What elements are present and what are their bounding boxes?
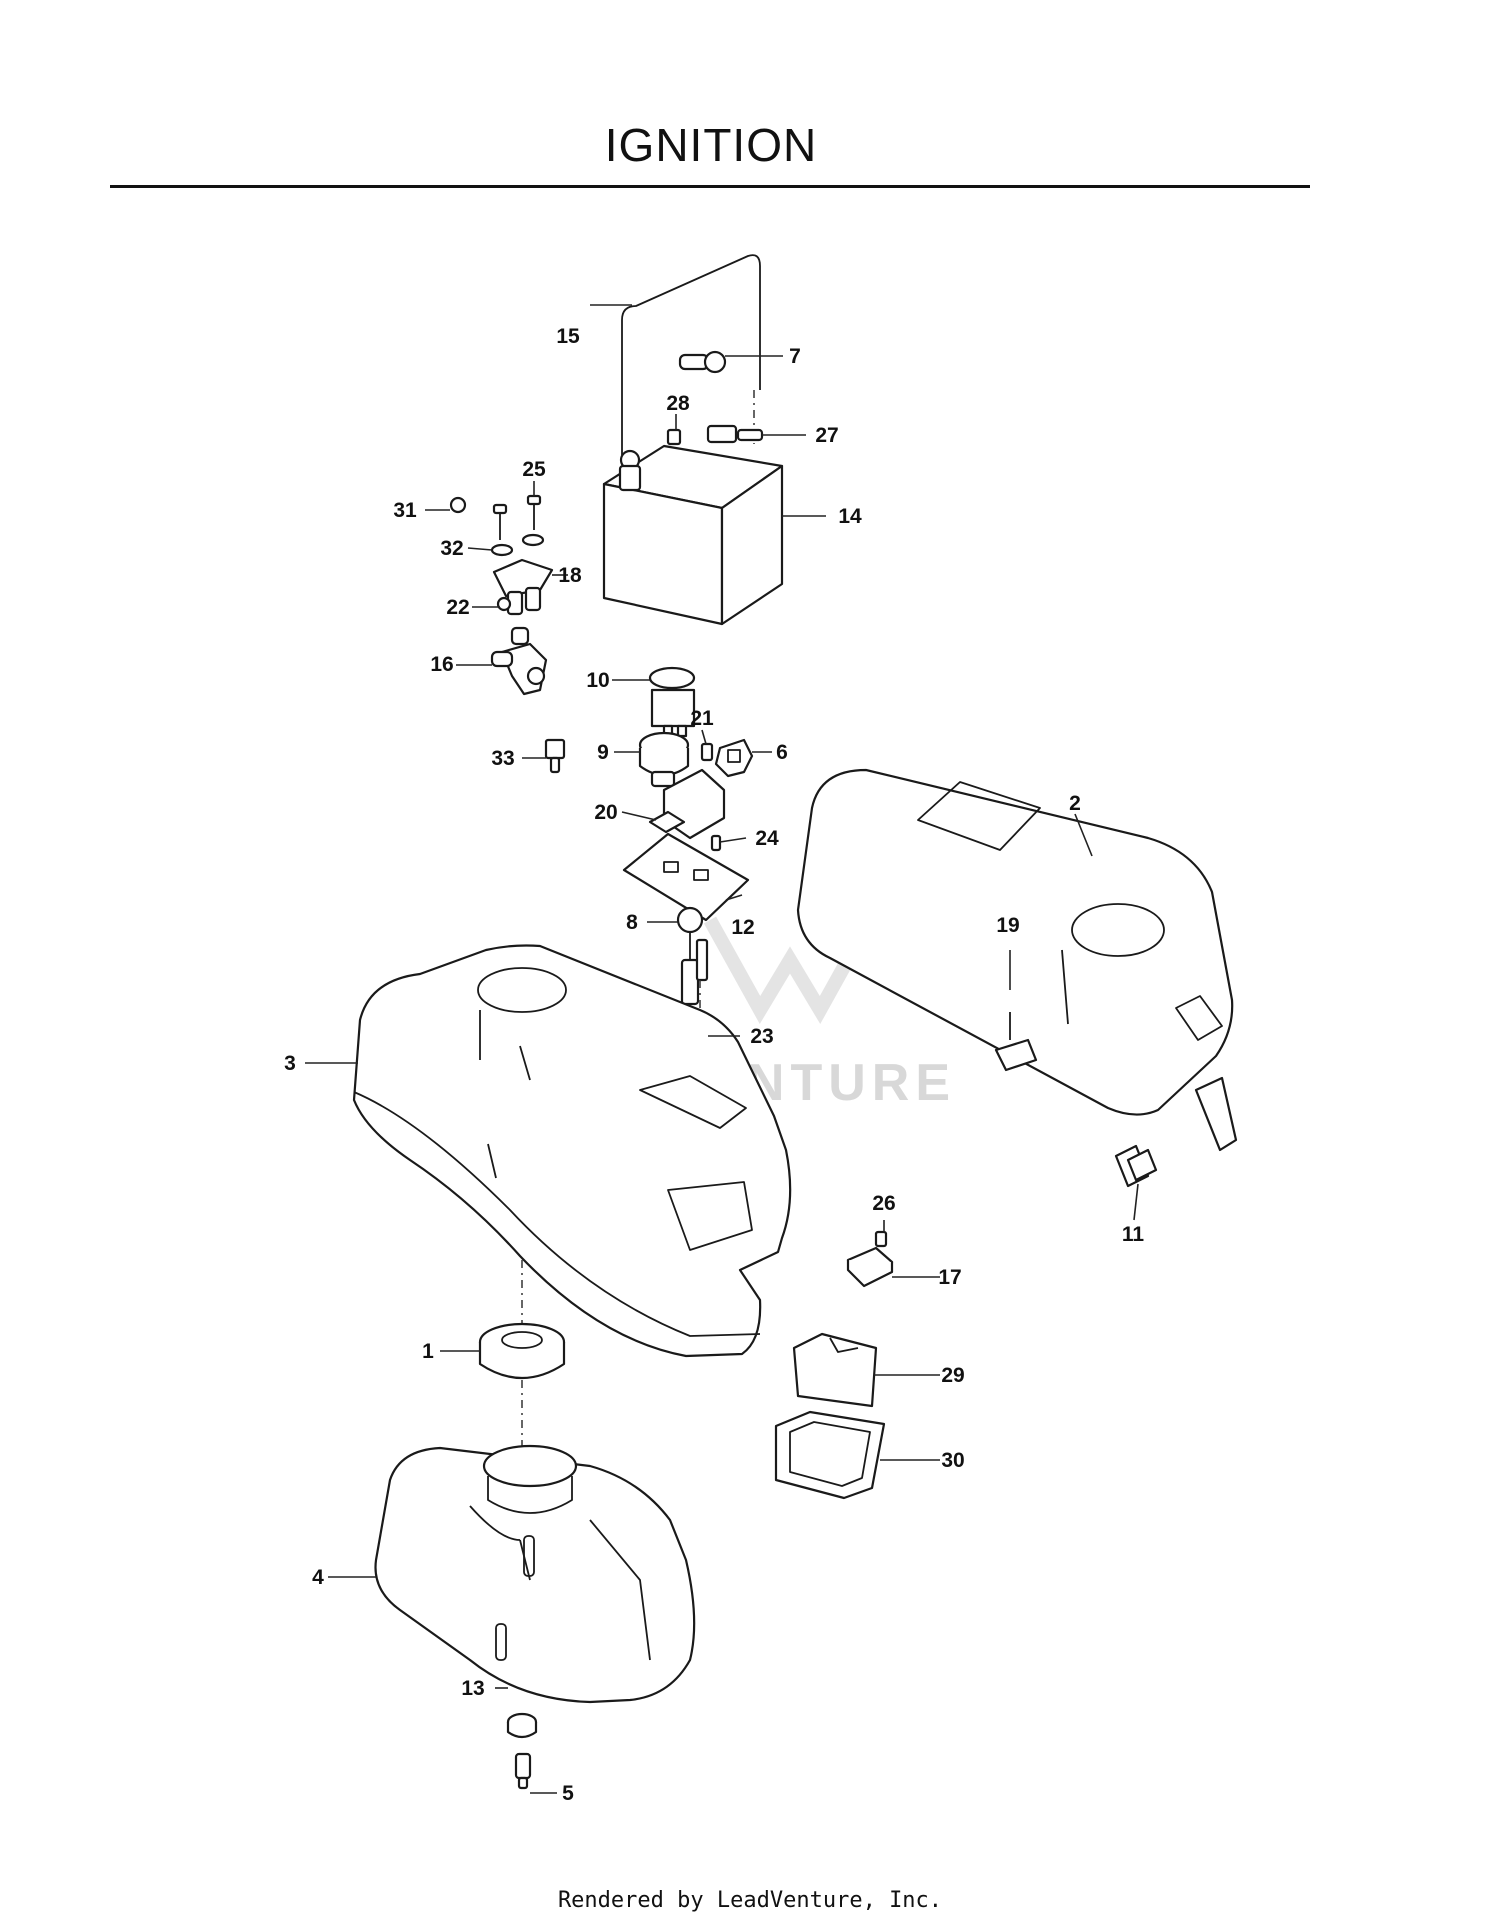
callout-2: 2 [1069, 792, 1081, 815]
callout-17: 17 [938, 1266, 961, 1289]
callout-5: 5 [562, 1782, 574, 1805]
callout-15: 15 [556, 325, 580, 348]
callout-33: 33 [491, 747, 514, 770]
callout-9: 9 [597, 741, 609, 764]
callout-26: 26 [872, 1192, 895, 1215]
part-relay [1114, 1144, 1158, 1188]
part-terminal-bolts [666, 424, 764, 446]
callout-21: 21 [690, 707, 714, 730]
callout-10: 10 [586, 669, 609, 692]
callout-24: 24 [755, 827, 779, 850]
part-switch-17 [846, 1230, 894, 1288]
callout-12: 12 [731, 916, 754, 939]
callout-19: 19 [996, 914, 1019, 937]
callout-28: 28 [666, 392, 690, 415]
part-ignition-key [544, 738, 566, 774]
callout-3: 3 [284, 1052, 296, 1075]
part-terminal-boot [678, 350, 727, 374]
callout-31: 31 [393, 499, 417, 522]
callout-20: 20 [594, 801, 617, 824]
callout-6: 6 [776, 741, 788, 764]
part-switch-6 [700, 738, 754, 778]
callout-16: 16 [430, 653, 453, 676]
part-grommet-fitting [506, 1712, 538, 1790]
part-fuel-cap [478, 1322, 566, 1380]
part-bezel-30 [774, 1410, 886, 1500]
leader-lines [305, 304, 1139, 1794]
callout-11: 11 [1122, 1223, 1145, 1246]
callout-4: 4 [312, 1566, 324, 1589]
part-seat-switch-cluster [449, 494, 554, 696]
part-ignition-switch [638, 666, 696, 788]
title-rule [110, 185, 1310, 188]
callout-18: 18 [558, 564, 582, 587]
callout-25: 25 [522, 458, 546, 481]
part-cover-29 [792, 1332, 878, 1408]
part-right-fender [796, 768, 1238, 1152]
part-battery [602, 444, 784, 626]
callout-8: 8 [626, 911, 638, 934]
callout-14: 14 [838, 505, 862, 528]
part-fuel-tank [374, 1444, 696, 1704]
callout-32: 32 [440, 537, 463, 560]
part-mounting-plates [622, 768, 750, 922]
callout-numbers: 1 2 3 4 5 6 7 8 9 10 11 12 13 14 15 16 1… [284, 325, 1144, 1805]
page-title: IGNITION [604, 119, 818, 171]
callout-13: 13 [461, 1677, 484, 1700]
callout-23: 23 [750, 1025, 773, 1048]
callout-7: 7 [789, 345, 801, 368]
callout-29: 29 [941, 1364, 964, 1387]
callout-27: 27 [815, 424, 838, 447]
callout-30: 30 [941, 1449, 964, 1472]
callout-22: 22 [446, 596, 469, 619]
callout-1: 1 [422, 1340, 434, 1363]
part-left-fender [352, 944, 792, 1358]
part-battery-cable [621, 254, 761, 455]
footer-credit: Rendered by LeadVenture, Inc. [557, 1888, 943, 1913]
